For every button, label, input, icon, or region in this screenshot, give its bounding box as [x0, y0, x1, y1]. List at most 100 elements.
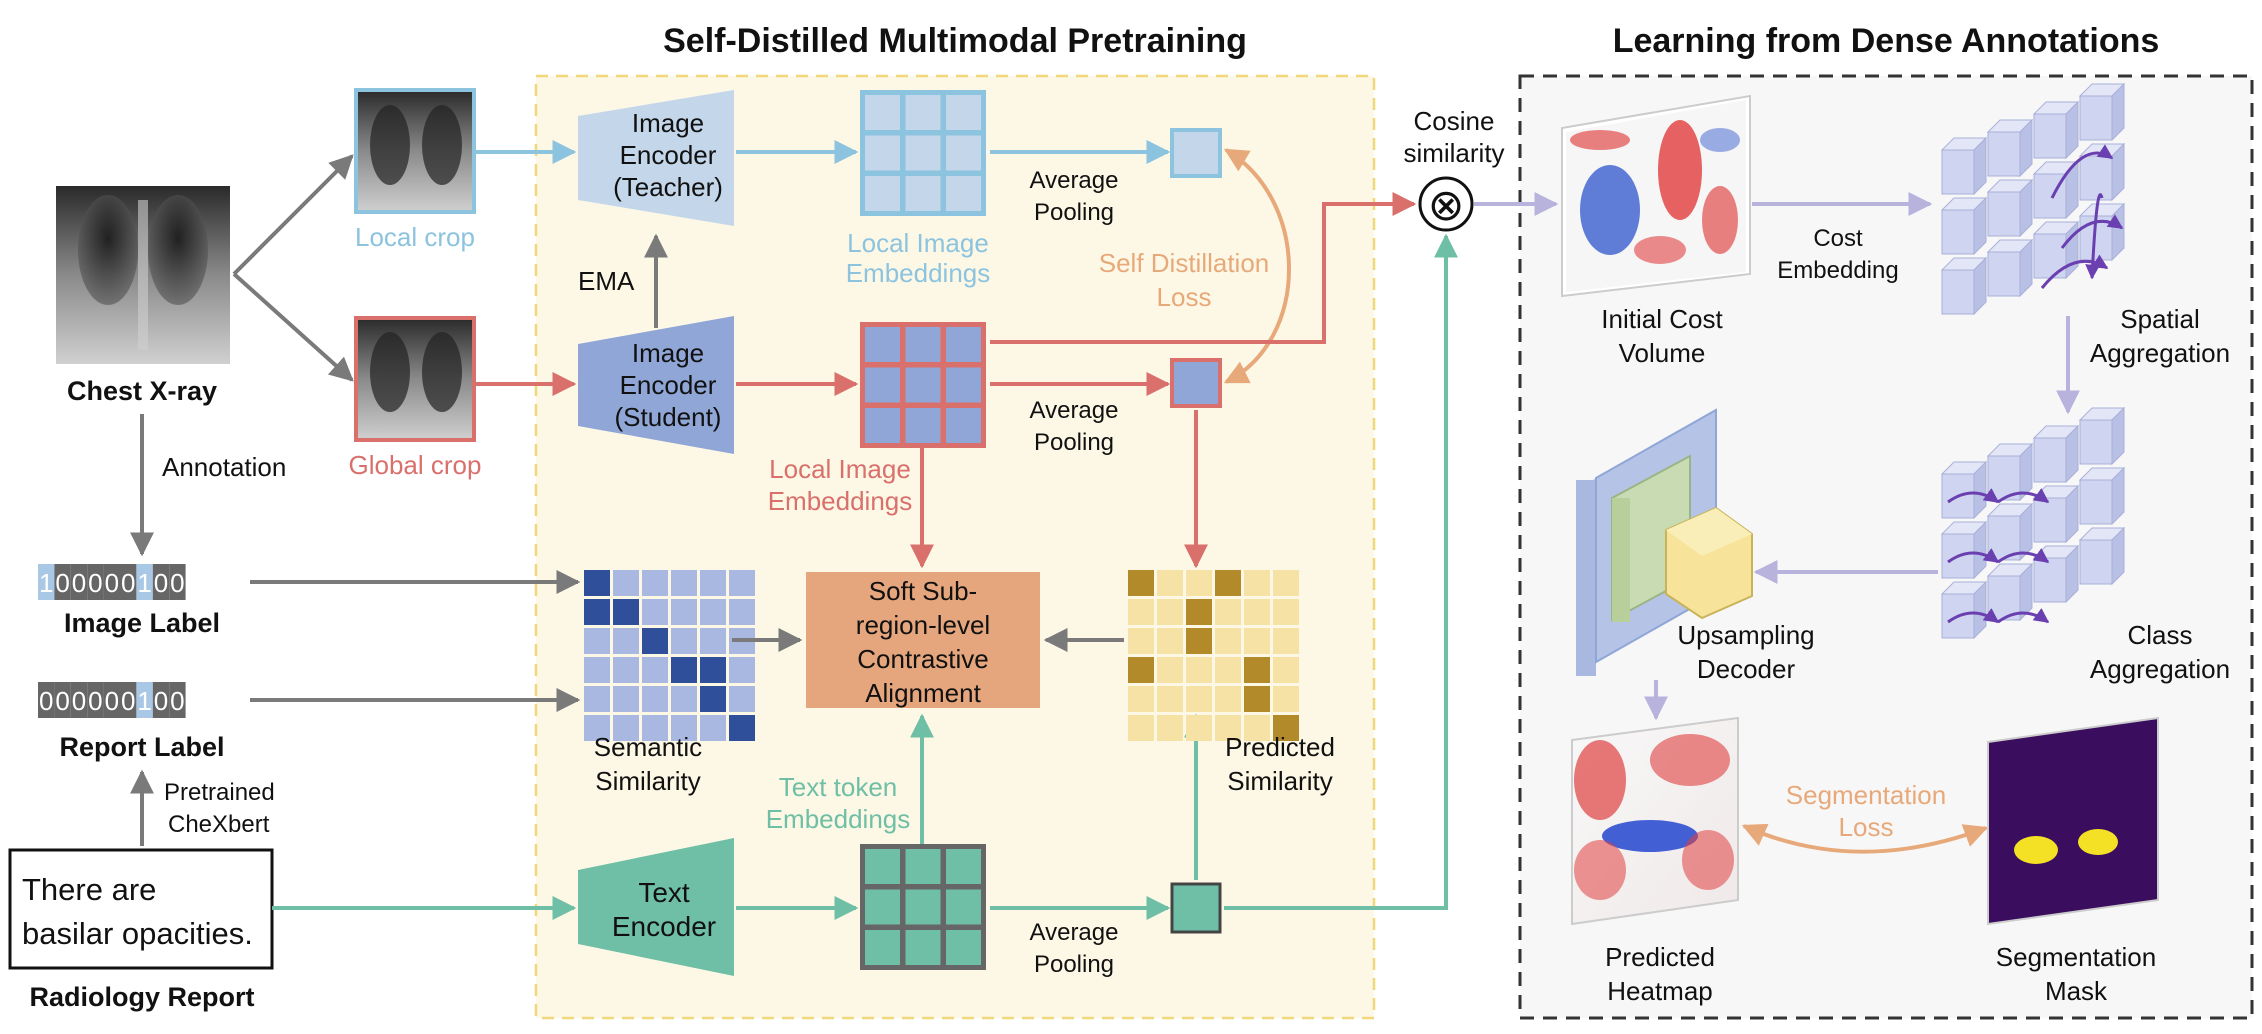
student-line3: (Student)	[615, 402, 722, 432]
student-emb-cell	[865, 408, 900, 443]
predicted-sim-cell	[1244, 686, 1270, 712]
predicted-line2: Similarity	[1227, 766, 1332, 796]
initial-cost-volume	[1561, 94, 1751, 298]
semantic-sim-cell	[584, 570, 610, 596]
report-label-bit-cell	[169, 682, 186, 718]
image-label-bit-digit: 0	[72, 568, 86, 598]
text-emb-cell	[946, 889, 981, 925]
cosine-line2: similarity	[1403, 138, 1504, 168]
teacher-encoder	[578, 90, 734, 226]
radiology-report-label: Radiology Report	[29, 982, 254, 1012]
spatial-agg-cube-front	[1941, 149, 1975, 195]
semantic-sim-cell	[729, 599, 755, 625]
image-label-bit-cell	[136, 564, 153, 600]
avgpool3-line1: Average	[1030, 919, 1119, 946]
semantic-sim-cell	[613, 715, 639, 741]
chest-xray-image	[56, 186, 230, 364]
predicted-sim-cell	[1186, 686, 1212, 712]
predicted-sim-cell	[1273, 599, 1299, 625]
spatial-agg-cube-front	[2079, 95, 2113, 141]
text-emb-cell	[865, 849, 900, 884]
global-crop-image	[354, 316, 476, 442]
teacher-emb-cell	[946, 135, 981, 171]
report-label-bit-digit: 0	[88, 686, 102, 716]
class-agg-cube-front	[2079, 479, 2113, 525]
class-agg-arrow	[1997, 488, 2050, 504]
seg-loss-line1: Segmentation	[1786, 780, 1946, 810]
report-label-bit-cell	[87, 682, 104, 718]
report-label-bit-digit: 1	[137, 686, 151, 716]
initial-cost-line2: Volume	[1619, 338, 1706, 368]
self-distill-line2: Loss	[1157, 282, 1212, 312]
class-agg-cube-side	[2019, 442, 2033, 502]
report-label-bit-digit: 0	[121, 686, 135, 716]
semantic-sim-cell	[642, 599, 668, 625]
predicted-sim-cell	[1244, 715, 1270, 741]
class-line1: Class	[2127, 620, 2192, 650]
local-emb-teacher-line1: Local Image	[847, 228, 989, 258]
image-label-bit-cell	[103, 564, 120, 600]
spatial-agg-cube-side	[1973, 136, 1987, 196]
predicted-sim-cell	[1215, 686, 1241, 712]
predicted-sim-cell	[1215, 628, 1241, 654]
predicted-sim-cell	[1215, 599, 1241, 625]
class-agg-cube-front	[2033, 497, 2067, 543]
image-label-bit-digit: 0	[154, 568, 168, 598]
predicted-sim-cell	[1244, 657, 1270, 683]
predicted-sim-cell	[1215, 570, 1241, 596]
spatial-agg-cube-side	[2019, 178, 2033, 238]
semantic-sim-cell	[584, 628, 610, 654]
predicted-similarity-matrix	[1128, 570, 1299, 741]
avgpool3-line2: Pooling	[1034, 951, 1114, 978]
report-label-title: Report Label	[59, 732, 224, 762]
class-agg-cube-front	[2079, 539, 2113, 585]
report-label-bit-digit: 0	[105, 686, 119, 716]
local-emb-student-line1: Local Image	[769, 454, 911, 484]
spatial-agg-arrow	[2060, 214, 2124, 249]
spatial-agg-cube-side	[2065, 100, 2079, 160]
teacher-line1: Image	[632, 108, 704, 138]
predicted-sim-cell	[1273, 715, 1299, 741]
predicted-sim-cell	[1128, 657, 1154, 683]
predicted-sim-cell	[1244, 628, 1270, 654]
spatial-agg-cube-front	[1941, 269, 1975, 315]
predicted-sim-cell	[1186, 715, 1212, 741]
upsampling-line1: Upsampling	[1677, 620, 1814, 650]
teacher-line3: (Teacher)	[613, 172, 723, 202]
class-agg-arrow	[1997, 548, 2050, 564]
local-crop-image	[354, 88, 476, 214]
semantic-sim-cell	[700, 570, 726, 596]
arrow-text-to-cosine	[1224, 233, 1458, 910]
semantic-sim-cell	[729, 686, 755, 712]
spatial-agg-cube-front	[1941, 209, 1975, 255]
class-agg-cube-front	[2033, 557, 2067, 603]
predicted-sim-cell	[1157, 599, 1183, 625]
semantic-similarity-matrix	[584, 570, 755, 741]
predicted-sim-cell	[1186, 628, 1212, 654]
report-label-bit-cell	[103, 682, 120, 718]
report-label-bit-cell	[38, 682, 55, 718]
semantic-sim-cell	[613, 628, 639, 654]
spatial-agg-cube-front	[2033, 113, 2067, 159]
class-agg-arrow	[1997, 608, 2050, 624]
predicted-sim-cell	[1215, 657, 1241, 683]
image-label-bit-digit: 0	[88, 568, 102, 598]
teacher-pooled	[1170, 128, 1222, 178]
pred-heatmap-line1: Predicted	[1605, 942, 1715, 972]
contrastive-line2: region-level	[856, 610, 990, 640]
text-emb-cell	[865, 889, 900, 925]
image-label-bit-digit: 1	[137, 568, 151, 598]
class-agg-cube-side	[1973, 580, 1987, 640]
report-label-bit-digit: 0	[39, 686, 53, 716]
pred-heatmap-line2: Heatmap	[1607, 976, 1713, 1006]
spatial-agg-cube-front	[1987, 131, 2021, 177]
initial-cost-line1: Initial Cost	[1601, 304, 1723, 334]
spatial-line1: Spatial	[2120, 304, 2200, 334]
image-label-bit-cell	[38, 564, 55, 600]
semantic-sim-cell	[671, 628, 697, 654]
class-agg-arrow	[1947, 608, 2000, 624]
cost-emb-line2: Embedding	[1777, 257, 1898, 284]
local-emb-student-line2: Embeddings	[768, 486, 913, 516]
